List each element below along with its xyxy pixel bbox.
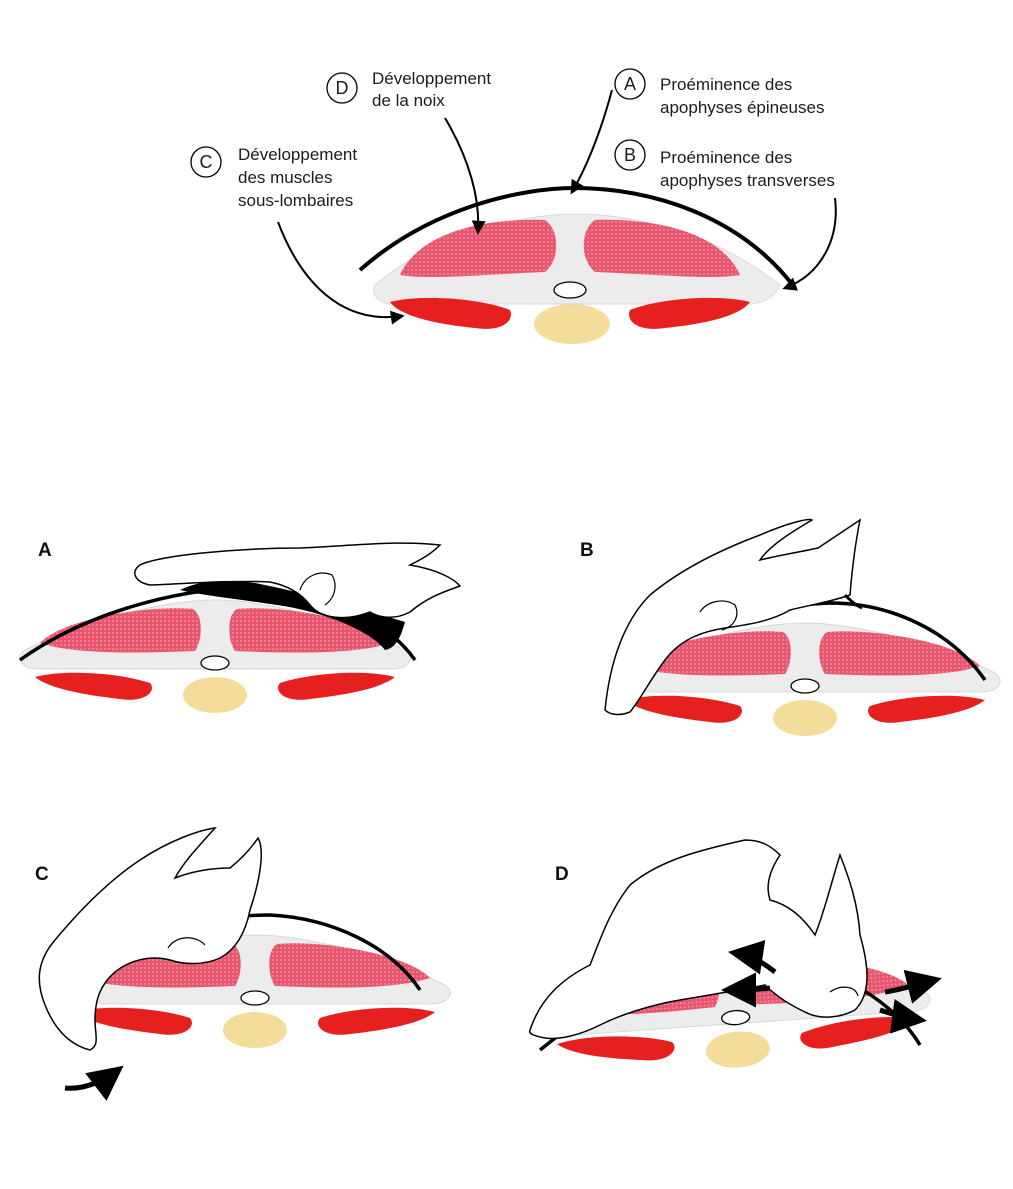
svg-text:D: D (555, 864, 569, 885)
svg-text:C: C (35, 864, 49, 885)
svg-text:Développement: Développement (238, 145, 357, 164)
svg-text:Proéminence des: Proéminence des (660, 148, 792, 167)
svg-text:B: B (580, 540, 594, 561)
panel-a: A (20, 540, 460, 713)
arrow-a (572, 90, 612, 192)
svg-text:Proéminence des: Proéminence des (660, 75, 792, 94)
panel-c: C (35, 828, 450, 1088)
callout-b: B Proéminence des apophyses transverses (615, 140, 835, 190)
svg-text:Développement: Développement (372, 69, 491, 88)
svg-text:sous-lombaires: sous-lombaires (238, 191, 353, 210)
panel-d: D (530, 840, 935, 1081)
svg-text:B: B (624, 145, 636, 165)
svg-text:A: A (624, 74, 636, 94)
svg-text:des muscles: des muscles (238, 168, 332, 187)
callout-d: D Développement de la noix (327, 69, 491, 110)
main-cross-section (360, 188, 795, 344)
svg-text:de la noix: de la noix (372, 91, 445, 110)
callout-c: C Développement des muscles sous-lombair… (191, 145, 357, 210)
svg-text:D: D (336, 78, 349, 98)
panel-b: B (580, 520, 1000, 736)
arrow-up-icon (65, 1070, 118, 1088)
svg-text:apophyses épineuses: apophyses épineuses (660, 98, 824, 117)
callout-a: A Proéminence des apophyses épineuses (615, 69, 824, 117)
svg-text:A: A (38, 540, 52, 561)
svg-text:C: C (200, 152, 213, 172)
svg-text:apophyses transverses: apophyses transverses (660, 171, 835, 190)
arrow-b (785, 198, 836, 288)
